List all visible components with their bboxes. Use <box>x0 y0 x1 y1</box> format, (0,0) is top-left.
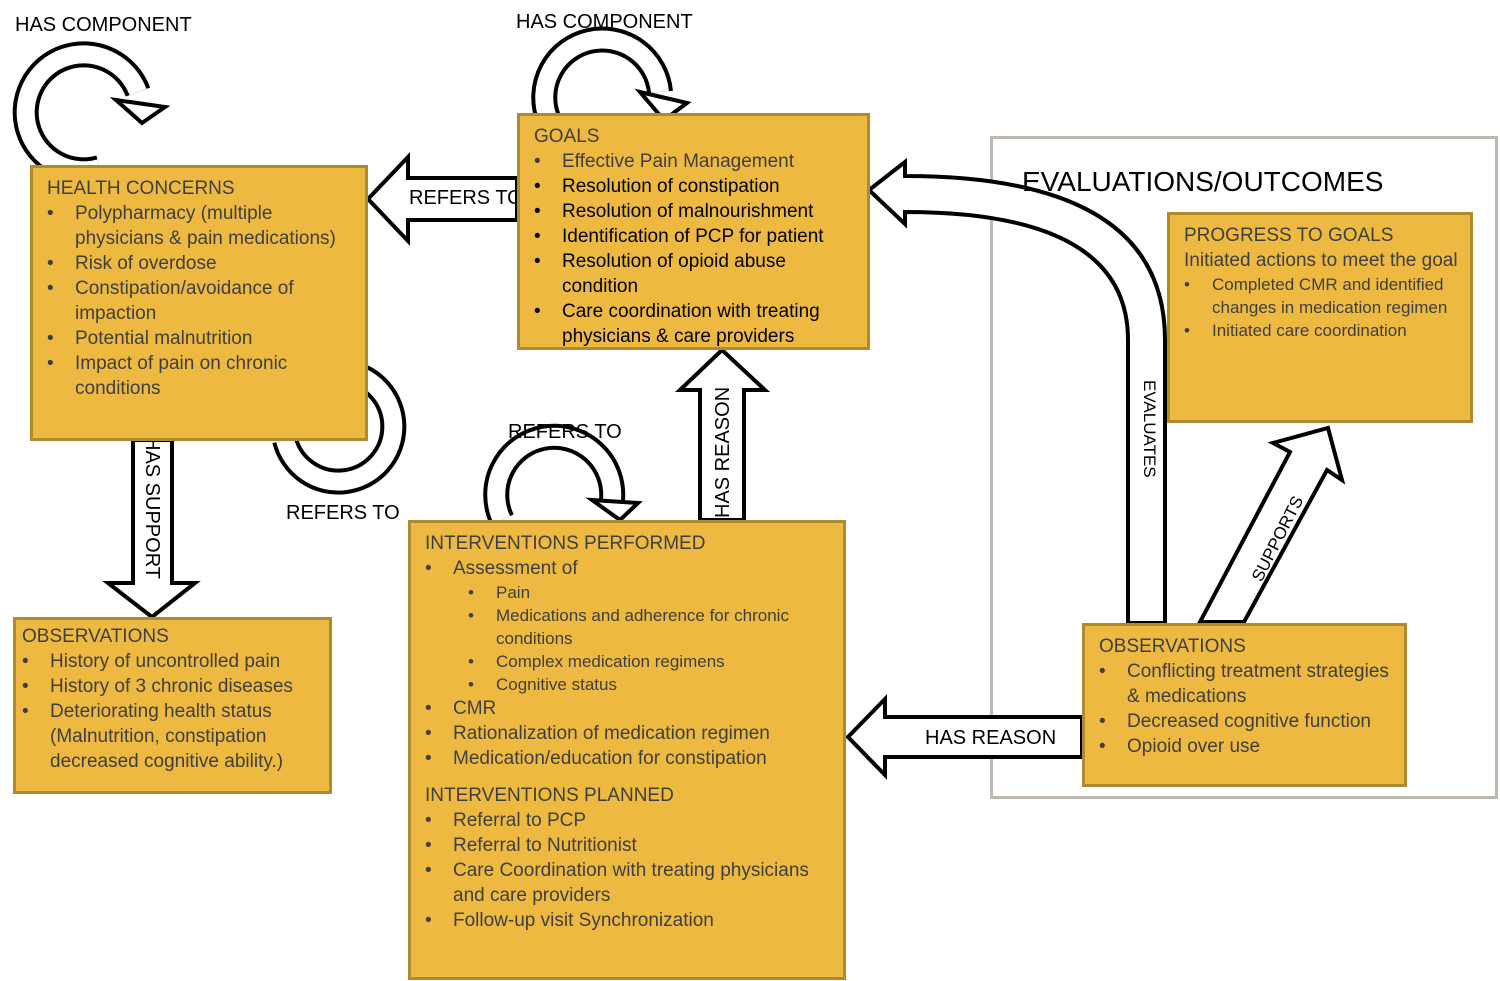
refers-to-label: REFERS TO <box>286 502 400 524</box>
goals-box: GOALS Effective Pain Management Resoluti… <box>517 113 870 350</box>
refers-to-arrow <box>365 152 519 246</box>
list-item: Cognitive status <box>425 673 831 696</box>
has-reason-up-arrow <box>675 347 771 522</box>
list-item: CMR <box>425 696 831 721</box>
list-item: Pain <box>425 581 831 604</box>
list-item: Deteriorating health status (Malnutritio… <box>22 699 317 774</box>
list-item: Constipation/avoidance of impaction <box>47 276 353 326</box>
list-item: Conflicting treatment strategies & medic… <box>1099 659 1392 709</box>
list-item: Resolution of opioid abuse condition <box>534 249 855 299</box>
box-title: GOALS <box>534 126 600 147</box>
has-support-arrow <box>102 438 201 620</box>
box-title: PROGRESS TO GOALS <box>1184 225 1394 246</box>
has-reason-left-arrow <box>845 694 1084 780</box>
box-title: OBSERVATIONS <box>22 626 169 647</box>
refers-to-loop-interventions <box>483 423 643 526</box>
list-item: Identification of PCP for patient <box>534 224 855 249</box>
list-item: Care Coordination with treating physicia… <box>425 858 831 908</box>
refers-to-label: REFERS TO <box>409 187 523 209</box>
list-item: History of 3 chronic diseases <box>22 674 317 699</box>
list-item: Care coordination with treating physicia… <box>534 299 855 349</box>
list-item: Rationalization of medication regimen <box>425 721 831 746</box>
has-reason-label: HAS REASON <box>925 727 1057 749</box>
list-item: Completed CMR and identified changes in … <box>1184 273 1458 319</box>
list-item: Complex medication regimens <box>425 650 831 673</box>
observations-right-box: OBSERVATIONS Conflicting treatment strat… <box>1082 623 1407 787</box>
list-item: Effective Pain Management <box>534 149 855 174</box>
has-reason-label: HAS REASON <box>712 386 734 518</box>
evaluations-outcomes-heading: EVALUATIONS/OUTCOMES <box>1022 166 1384 197</box>
list-item: Impact of pain on chronic conditions <box>47 351 353 401</box>
list-item: Resolution of constipation <box>534 174 855 199</box>
list-item: Initiated care coordination <box>1184 319 1458 342</box>
list-item: Referral to PCP <box>425 808 831 833</box>
list-item: Assessment of <box>425 556 831 581</box>
observations-left-box: OBSERVATIONS History of uncontrolled pai… <box>13 617 332 794</box>
list-item: Medication/education for constipation <box>425 746 831 771</box>
list-item: Resolution of malnourishment <box>534 199 855 224</box>
list-item: Decreased cognitive function <box>1099 709 1392 734</box>
supports-arrow <box>1196 425 1346 624</box>
list-item: Opioid over use <box>1099 734 1392 759</box>
refers-to-loop-health <box>272 359 407 495</box>
box-title: INTERVENTIONS PERFORMED <box>425 533 706 554</box>
health-concerns-box: HEALTH CONCERNS Polypharmacy (multiple p… <box>30 165 368 441</box>
has-component-loop-health <box>12 41 171 184</box>
box-subtitle: Initiated actions to meet the goal <box>1184 250 1458 271</box>
evaluates-label: EVALUATES <box>1140 380 1159 478</box>
progress-to-goals-box: PROGRESS TO GOALS Initiated actions to m… <box>1167 212 1473 423</box>
list-item: Risk of overdose <box>47 251 353 276</box>
list-item: History of uncontrolled pain <box>22 649 317 674</box>
list-item: Potential malnutrition <box>47 326 353 351</box>
list-item: Polypharmacy (multiple physicians & pain… <box>47 201 353 251</box>
has-component-loop-goals <box>531 26 692 123</box>
evaluates-arrow <box>865 157 1167 625</box>
has-component-label: HAS COMPONENT <box>516 11 693 33</box>
has-component-label: HAS COMPONENT <box>15 14 192 36</box>
list-item: Referral to Nutritionist <box>425 833 831 858</box>
box-title: HEALTH CONCERNS <box>47 178 235 199</box>
refers-to-label: REFERS TO <box>508 421 622 443</box>
list-item: Follow-up visit Synchronization <box>425 908 831 933</box>
evaluations-outcomes-frame <box>990 136 1498 799</box>
box-title: INTERVENTIONS PLANNED <box>425 785 674 806</box>
list-item: Medications and adherence for chronic co… <box>425 604 831 650</box>
has-support-label: HAS SUPPORT <box>141 436 163 579</box>
box-title: OBSERVATIONS <box>1099 636 1246 657</box>
interventions-box: INTERVENTIONS PERFORMED Assessment of Pa… <box>408 520 846 980</box>
